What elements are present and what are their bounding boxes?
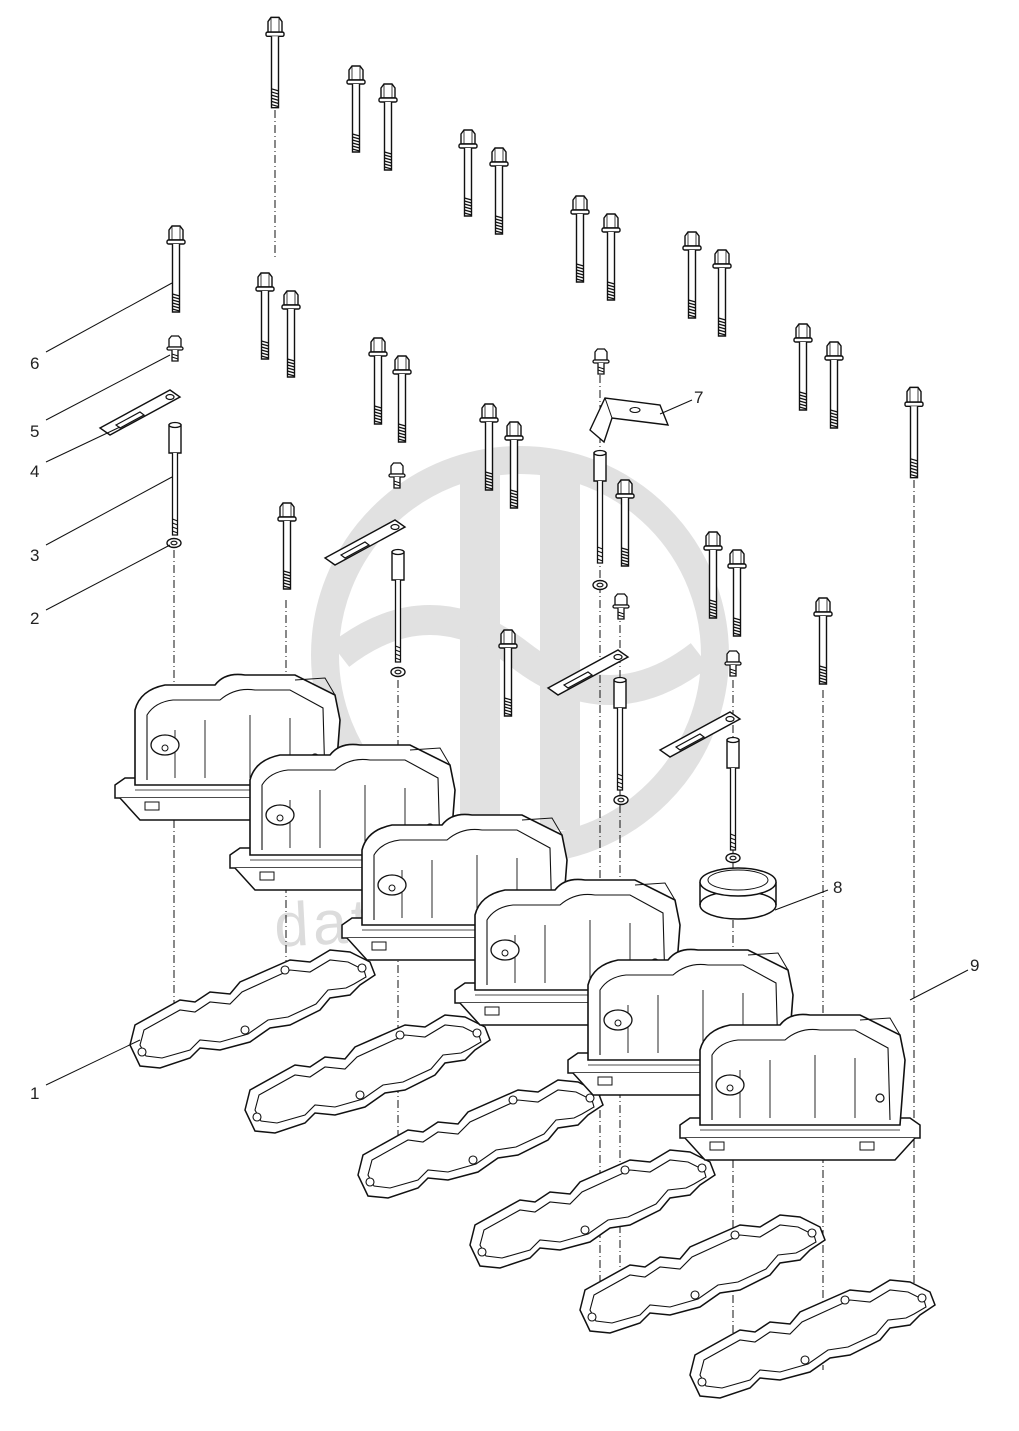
callout-1: 1	[30, 1084, 39, 1103]
callout-6: 6	[30, 354, 39, 373]
valve-covers	[114, 673, 921, 1161]
callout-9: 9	[970, 956, 979, 975]
callout-8: 8	[833, 878, 842, 897]
callout-labels: 1 2 3 4 5 6 7 8 9	[30, 354, 979, 1103]
callout-4: 4	[30, 462, 39, 481]
oil-filler-cap	[699, 867, 777, 920]
callout-5: 5	[30, 422, 39, 441]
callout-7: 7	[694, 388, 703, 407]
callout-3: 3	[30, 546, 39, 565]
callout-2: 2	[30, 609, 39, 628]
leader-lines	[45, 282, 969, 1086]
bent-bracket	[589, 397, 670, 444]
